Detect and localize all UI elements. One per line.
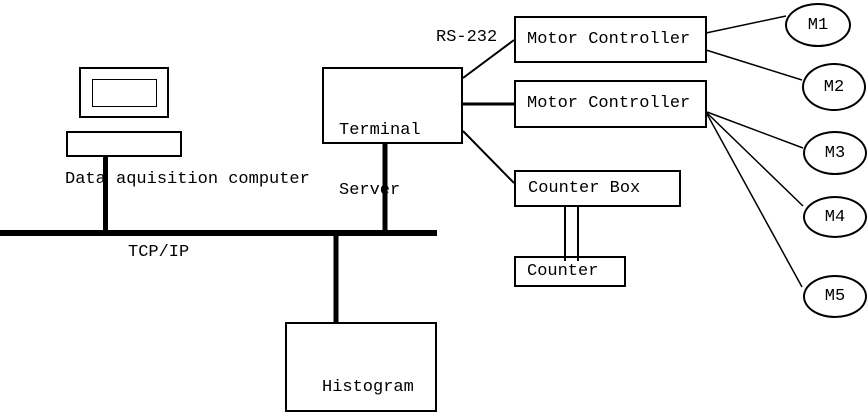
counter-label: Counter [527, 261, 599, 281]
motor-m3-ellipse: M3 [803, 131, 867, 175]
terminal-server-box: Terminal Server [322, 67, 463, 200]
counter-box-box: Counter Box [514, 170, 681, 207]
motor-m5-ellipse: M5 [803, 275, 867, 318]
rs-232-label: RS-232 [436, 28, 498, 47]
motor-m2-label: M2 [823, 77, 845, 97]
motor-controller-2-box: Motor Controller [514, 80, 707, 128]
motor-controller-1-label: Motor Controller [527, 29, 691, 49]
motor-m4-label: M4 [824, 207, 846, 227]
terminal-server-counterbox-line [462, 130, 515, 184]
data-acquisition-computer-label: Data aquisition computer [65, 170, 310, 189]
motor4-link-line [706, 112, 804, 207]
terminal-server-label-line2: Server [339, 181, 401, 200]
computer-screen-icon [92, 79, 157, 107]
tcp-ip-label: TCP/IP [128, 243, 190, 262]
motor-controller-2-label: Motor Controller [527, 94, 691, 113]
motor-controller-1-box: Motor Controller [514, 16, 707, 63]
motor-m4-ellipse: M4 [803, 196, 867, 238]
computer-keyboard-icon [66, 131, 182, 157]
motor-m2-ellipse: M2 [802, 63, 866, 111]
motor3-link-line [706, 111, 804, 149]
motor5-link-line [706, 113, 803, 288]
motor-m1-ellipse: M1 [785, 3, 851, 47]
counter-box-label: Counter Box [528, 178, 641, 198]
motor-m1-label: M1 [807, 15, 829, 35]
histogram-memory-box: Histogram Memory [285, 322, 437, 412]
histogram-memory-label-line1: Histogram [322, 378, 414, 397]
motor-m5-label: M5 [824, 287, 846, 306]
motor1-link-line [705, 15, 787, 34]
motor2-link-line [705, 49, 803, 81]
counter-box: Counter [514, 256, 626, 287]
motor-m3-label: M3 [824, 143, 846, 163]
terminal-server-label-line1: Terminal [339, 121, 421, 140]
